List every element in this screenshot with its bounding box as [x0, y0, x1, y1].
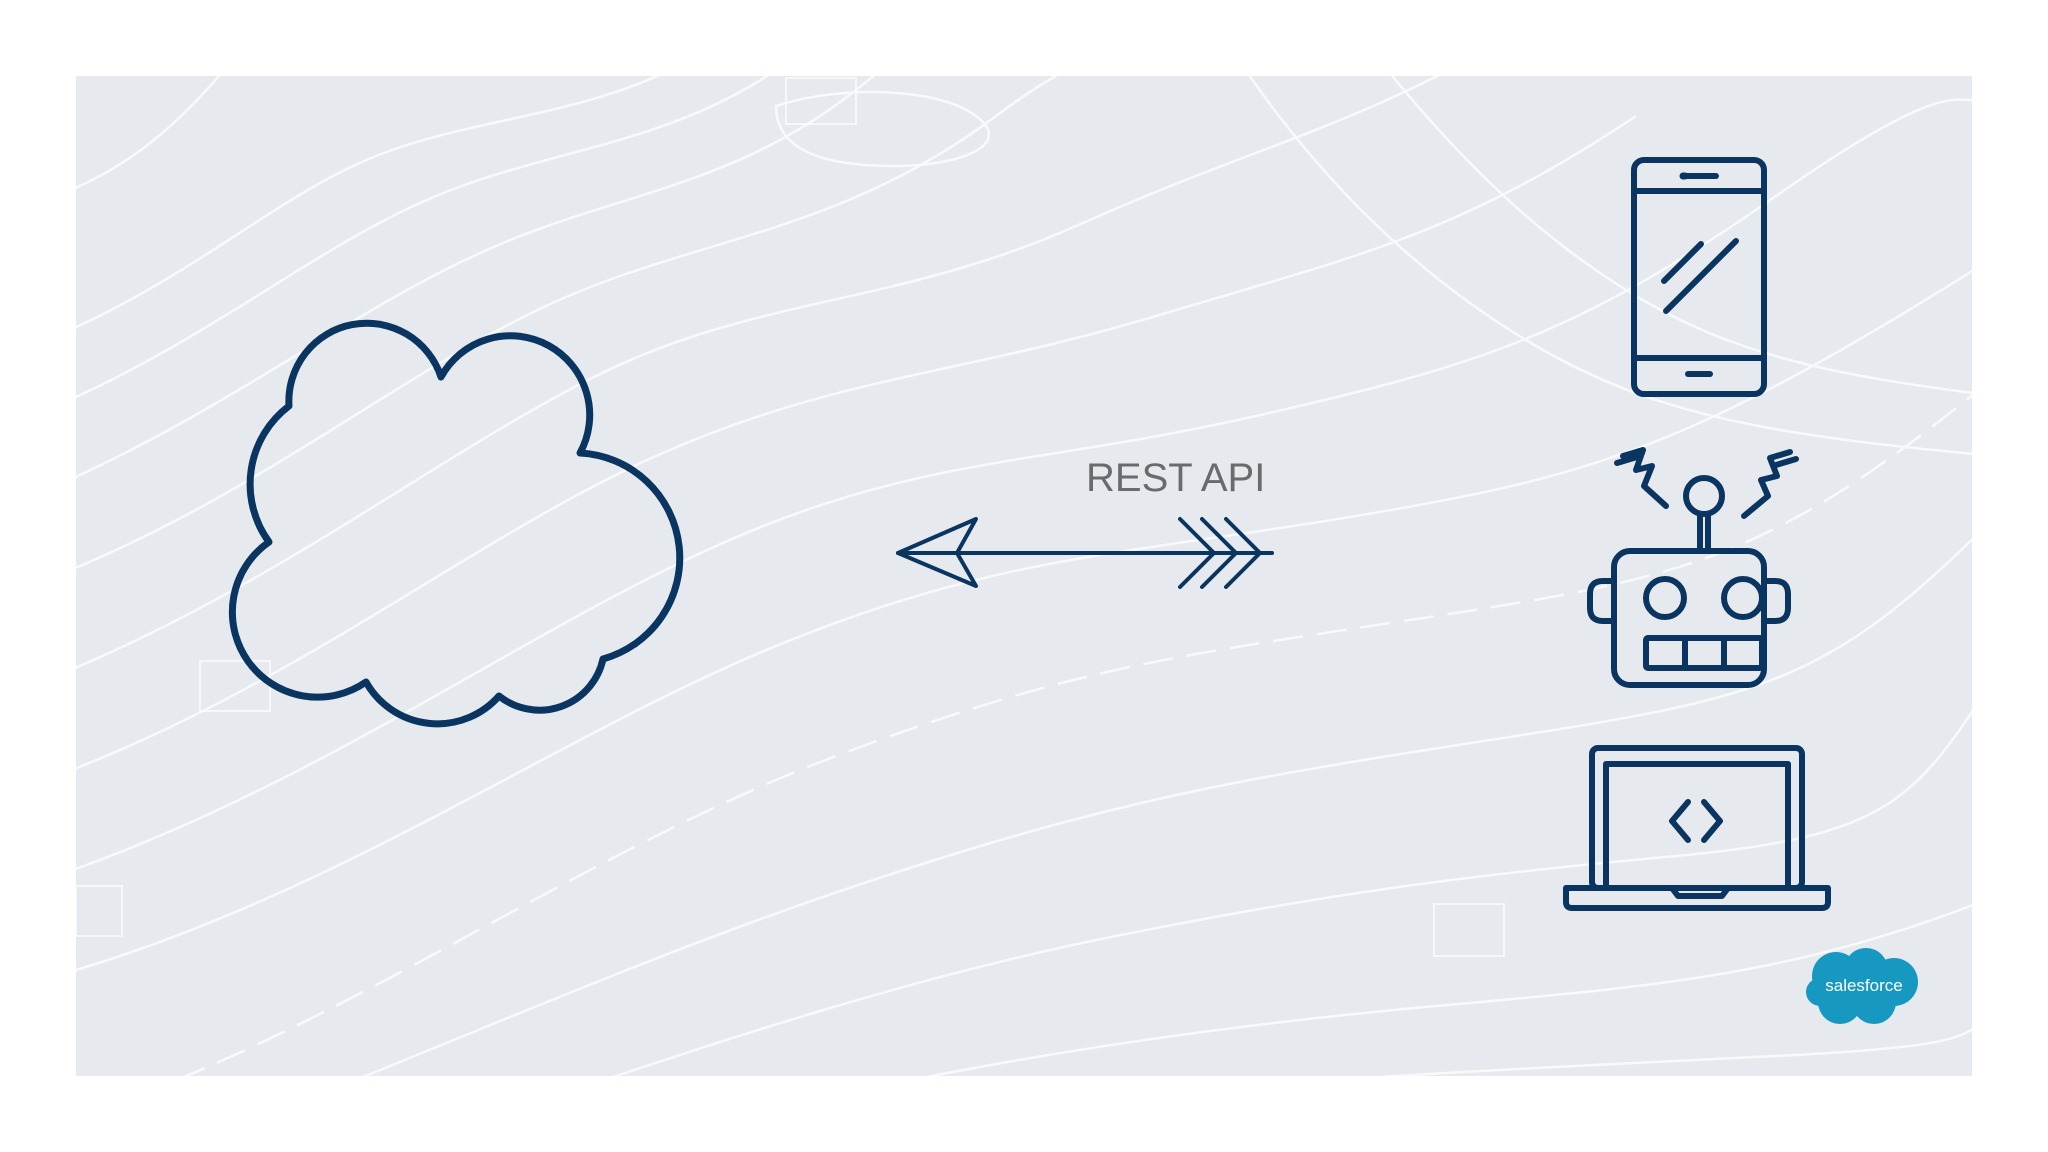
arrow-left-icon — [896, 517, 1274, 589]
rest-api-label: REST API — [1086, 456, 1266, 500]
logo-wordmark: salesforce — [1825, 976, 1903, 995]
logo-cloud-shape — [1806, 948, 1918, 1024]
salesforce-logo: salesforce — [1804, 946, 1924, 1028]
laptop-code-icon — [1563, 745, 1831, 911]
cloud-icon — [228, 319, 684, 728]
diagram-artwork — [228, 157, 1831, 911]
slide: REST API salesforce — [76, 76, 1972, 1076]
robot-icon — [1587, 447, 1799, 688]
smartphone-icon — [1631, 157, 1767, 397]
